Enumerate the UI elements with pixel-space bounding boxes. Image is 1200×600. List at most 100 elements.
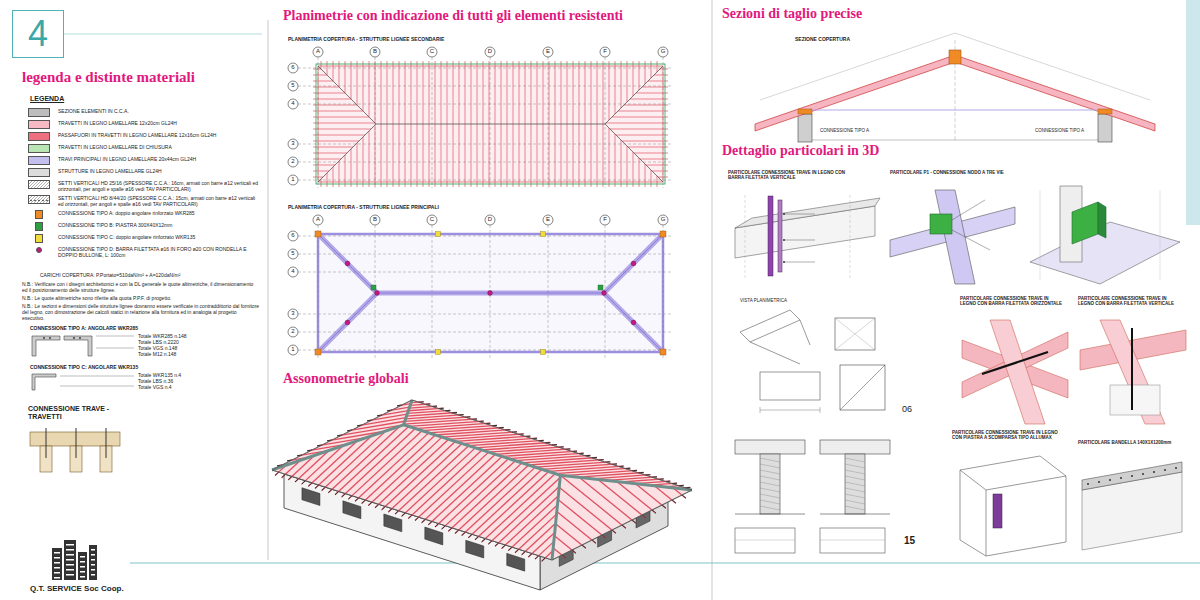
roof-axonometric [428,456,502,524]
roof-axonometric [652,510,656,513]
connection-details [1142,473,1144,475]
connection-details [745,195,746,280]
legend-entry: STRUTTURE IN LEGNO LAMELLARE GL24H [28,168,264,177]
main-structure-plan [318,225,319,358]
roof-axonometric [475,536,479,539]
main-structure-plan [288,249,298,259]
roof-axonometric [382,441,456,509]
roof-axonometric [415,452,489,520]
secondary-structure-plan [490,57,491,188]
detail-title: PARTICOLARE P1 - CONNESSIONE NODO A TRE … [890,170,1040,175]
company-logo [66,559,74,561]
secondary-structure-plan [609,61,610,120]
roof-axonometric [462,532,466,535]
roof-axonometric [489,447,564,452]
roof-section [812,140,1098,141]
legend-text: SEZIONE ELEMENTI IN C.C.A. [58,108,258,114]
detail-title: PARTICOLARE CONNESSIONE TRAVE IN LEGNO C… [1078,296,1183,307]
grid-number: 5 [287,82,299,89]
secondary-structure-plan [345,155,346,187]
main-structure-plan [604,293,663,352]
secondary-structure-plan [603,61,604,124]
roof-axonometric [315,485,319,488]
connection-sketches [96,348,134,349]
legend-entry: SETTI VERTICALI HD 8/44/20 (SPESSORE C.C… [28,195,264,207]
secondary-structure-plan [313,87,339,88]
secondary-structure-plan [495,61,496,124]
secondary-structure-plan [615,61,616,114]
grid-letter: G [657,48,669,55]
secondary-structure-plan [600,47,610,57]
secondary-structure-plan [640,159,668,160]
secondary-structure-plan [447,61,448,124]
secondary-structure-plan [288,63,298,73]
secondary-structure-plan [405,124,406,187]
connection-details [845,458,865,462]
roof-axonometric [552,475,560,560]
secondary-structure-plan [495,124,496,187]
connection-details [986,542,1066,556]
connection-details [760,372,820,400]
roof-axonometric [362,435,436,503]
secondary-structure-plan [591,61,592,124]
secondary-structure-plan [543,61,544,124]
connection-sketches [60,376,134,377]
roof-axonometric [368,437,442,505]
connection-details [784,214,815,215]
detail-title: PARTICOLARE CONNESSIONE TRAVE IN LEGNO C… [728,170,858,181]
sheet-frame [712,0,713,600]
note: N.B.: Le quote altimetriche sono riferit… [22,295,260,301]
secondary-structure-plan [339,161,340,187]
connection-details [960,540,986,556]
secondary-structure-plan [645,61,646,84]
color-swatch [35,222,43,231]
connection-details [982,352,1048,374]
connection-details [820,514,890,515]
connection-title: CONNESSIONE TIPO C: ANGOLARE WKR135 [30,364,138,370]
roof-axonometric [502,496,559,549]
main-structure-plan [318,293,377,352]
connection-details [735,528,795,553]
main-structure-plan [288,231,298,241]
roof-section [1098,114,1112,142]
connection-sketches [32,336,60,356]
connection-details [760,482,780,486]
secondary-structure-plan [501,61,502,124]
secondary-structure-plan [567,124,568,187]
roof-axonometric [462,467,536,535]
secondary-structure-plan [417,61,418,124]
main-structure-plan [432,225,433,358]
company-logo [66,554,74,556]
secondary-structure-plan [663,57,664,188]
secondary-structure-plan [616,135,668,136]
connection-sketches [73,337,75,339]
legend-text: SETTI VERTICALI HD 25/16 (SPESSORE C.C.A… [58,180,258,192]
secondary-structure-plan [387,124,388,187]
main-structure-plan [318,234,663,352]
legend-entry: TRAVETTI IN LEGNO LAMELLARE DI CHIUSURA [28,144,264,153]
note: N.B.: Verificare con i disegni architett… [22,281,260,293]
secondary-structure-plan [489,124,490,187]
secondary-structure-plan [313,141,359,142]
legend-entry: CONNESSIONE TIPO A: doppio angolare rinf… [28,210,264,219]
connection-details [735,540,795,541]
roof-axonometric [612,530,616,533]
secondary-structure-plan [658,47,668,57]
secondary-structure-plan [652,171,668,172]
sheet-frame [1186,0,1200,225]
secondary-structure-plan [531,61,532,124]
roof-axonometric [556,524,586,548]
legend-heading: LEGENDA [30,95,64,103]
roof-section [798,109,812,114]
main-structure-plan [370,215,380,225]
company-logo [91,559,95,561]
roof-axonometric [468,534,472,537]
secondary-structure-plan [376,124,605,125]
roof-axonometric [502,545,506,548]
roof-section [812,110,1098,111]
connection-details [760,464,780,468]
roof-axonometric [302,481,306,484]
roof-axonometric [402,513,406,516]
detail-title: PARTICOLARE BANDELLA 140X1X1200mm [1078,440,1183,445]
secondary-structure-plan [339,61,340,87]
